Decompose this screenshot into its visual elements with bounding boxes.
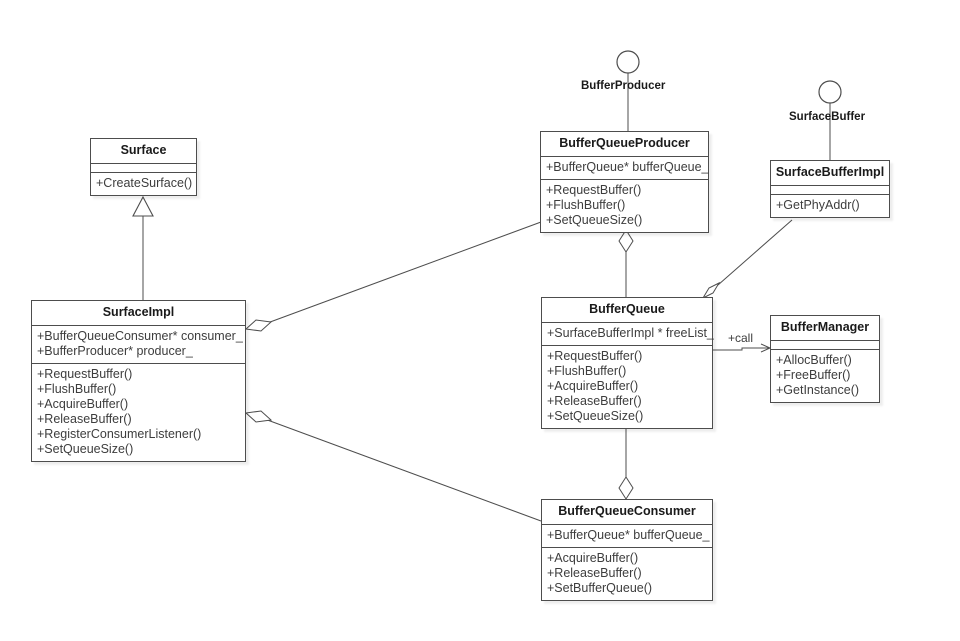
class-operations-buffer-queue-consumer: +AcquireBuffer() +ReleaseBuffer() +SetBu… <box>542 547 712 600</box>
class-attribute: +BufferQueue* bufferQueue_ <box>547 528 710 542</box>
class-operation: +ReleaseBuffer() <box>547 394 642 408</box>
class-operations-surface-impl: +RequestBuffer() +FlushBuffer() +Acquire… <box>32 363 245 461</box>
dependency-bufferqueue-to-buffermanager <box>713 343 772 353</box>
class-attributes-buffer-queue-producer: +BufferQueue* bufferQueue_ <box>541 156 709 179</box>
class-operation: +AcquireBuffer() <box>547 551 639 565</box>
class-attribute: +BufferProducer* producer_ <box>37 344 193 358</box>
association-surfaceimpl-to-producer <box>244 221 542 332</box>
class-operations-buffer-queue-producer: +RequestBuffer() +FlushBuffer() +SetQueu… <box>541 179 708 232</box>
class-box-surface-buffer-impl[interactable]: SurfaceBufferImpl +GetPhyAddr() <box>770 160 890 218</box>
class-operation: +SetQueueSize() <box>547 409 644 423</box>
edge-label-call: +call <box>728 331 754 345</box>
class-box-buffer-queue-producer[interactable]: BufferQueueProducer +BufferQueue* buffer… <box>540 131 709 233</box>
aggregation-producer-to-bufferqueue <box>618 229 634 297</box>
class-attributes-surface <box>91 163 196 172</box>
class-name-buffer-queue-producer: BufferQueueProducer <box>559 136 690 150</box>
class-operation: +SetBufferQueue() <box>547 581 653 595</box>
class-operations-surface: +CreateSurface() <box>91 172 196 195</box>
class-name-buffer-manager: BufferManager <box>780 320 870 334</box>
class-attribute: +BufferQueueConsumer* consumer_ <box>37 329 243 343</box>
aggregation-consumer-to-bufferqueue <box>618 428 634 500</box>
class-box-buffer-manager[interactable]: BufferManager +AllocBuffer() +FreeBuffer… <box>770 315 880 403</box>
class-operation: +AcquireBuffer() <box>37 397 129 411</box>
class-name-surface: Surface <box>120 143 167 157</box>
class-attributes-surface-buffer-impl <box>771 185 889 194</box>
class-name-surface-buffer-impl: SurfaceBufferImpl <box>775 165 885 179</box>
class-operation: +FlushBuffer() <box>37 382 117 396</box>
class-attributes-buffer-queue-consumer: +BufferQueue* bufferQueue_ <box>542 524 712 547</box>
class-operation: +FlushBuffer() <box>546 198 626 212</box>
class-box-surface-impl[interactable]: SurfaceImpl +BufferQueueConsumer* consum… <box>31 300 246 462</box>
class-operations-surface-buffer-impl: +GetPhyAddr() <box>771 194 889 217</box>
class-name-surface-impl: SurfaceImpl <box>102 305 175 319</box>
class-operation: +GetPhyAddr() <box>776 198 860 212</box>
class-attribute: +BufferQueue* bufferQueue_ <box>546 160 709 174</box>
class-box-buffer-queue[interactable]: BufferQueue +SurfaceBufferImpl * freeLis… <box>541 297 714 429</box>
class-attributes-buffer-queue: +SurfaceBufferImpl * freeList_ <box>542 322 714 345</box>
class-operation: +GetInstance() <box>776 383 860 397</box>
class-attributes-buffer-manager <box>771 340 879 349</box>
interface-label-surface-buffer: SurfaceBuffer <box>789 111 866 123</box>
class-operation: +RegisterConsumerListener() <box>37 427 202 441</box>
class-name-buffer-queue-consumer: BufferQueueConsumer <box>558 504 696 518</box>
class-operation: +SetQueueSize() <box>546 213 643 227</box>
class-operation: +SetQueueSize() <box>37 442 134 456</box>
class-box-surface[interactable]: Surface +CreateSurface() <box>90 138 197 196</box>
class-name-buffer-queue: BufferQueue <box>589 302 665 316</box>
class-operation: +FreeBuffer() <box>776 368 851 382</box>
class-operation: +AllocBuffer() <box>776 353 852 367</box>
class-operation: +CreateSurface() <box>96 176 193 190</box>
class-operations-buffer-queue: +RequestBuffer() +FlushBuffer() +Acquire… <box>542 345 712 428</box>
class-operation: +ReleaseBuffer() <box>37 412 132 426</box>
class-operations-buffer-manager: +AllocBuffer() +FreeBuffer() +GetInstanc… <box>771 349 879 402</box>
aggregation-bufferqueue-to-surfacebufferimpl <box>701 219 793 300</box>
association-surfaceimpl-to-consumer <box>244 410 542 522</box>
class-box-buffer-queue-consumer[interactable]: BufferQueueConsumer +BufferQueue* buffer… <box>541 499 713 601</box>
class-operation: +FlushBuffer() <box>547 364 627 378</box>
interface-lollipop-buffer-producer <box>616 50 640 131</box>
generalization-surfaceimpl-to-surface <box>132 195 154 300</box>
class-operation: +RequestBuffer() <box>37 367 133 381</box>
class-operation: +ReleaseBuffer() <box>547 566 642 580</box>
interface-label-buffer-producer: BufferProducer <box>581 80 666 92</box>
class-operation: +AcquireBuffer() <box>547 379 639 393</box>
interface-lollipop-surface-buffer <box>818 80 842 160</box>
class-operation: +RequestBuffer() <box>546 183 642 197</box>
class-operation: +RequestBuffer() <box>547 349 643 363</box>
class-attribute: +SurfaceBufferImpl * freeList_ <box>547 326 714 340</box>
class-attributes-surface-impl: +BufferQueueConsumer* consumer_ +BufferP… <box>32 325 245 363</box>
